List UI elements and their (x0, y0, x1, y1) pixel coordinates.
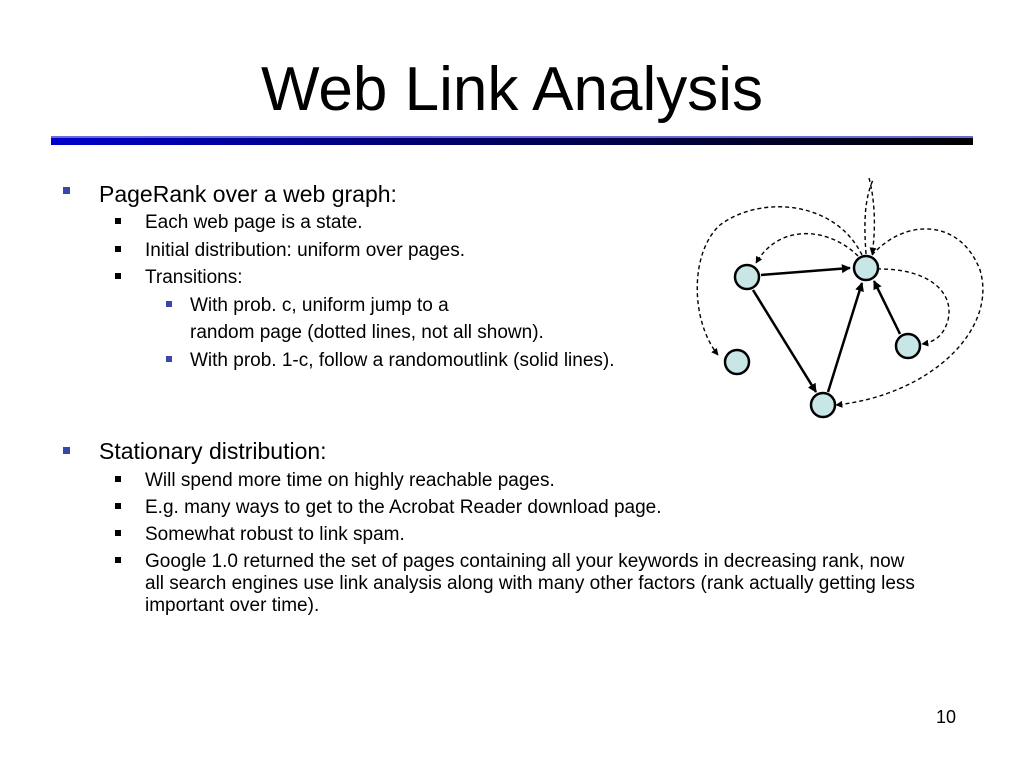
item-2-2: E.g. many ways to get to the Acrobat Rea… (145, 497, 662, 518)
page-number: 10 (936, 707, 957, 727)
item-2-4: Google 1.0 returned the set of pages con… (145, 551, 915, 616)
section-1-heading: PageRank over a web graph: (99, 181, 397, 207)
section-2-bullet (63, 447, 70, 454)
item-2-1-bullet (115, 476, 121, 482)
item-1-3-bullet (115, 273, 121, 279)
item-2-4-bullet (115, 557, 121, 563)
edge-c-to-b (872, 280, 902, 335)
node-c (894, 332, 922, 360)
slide-title: Web Link Analysis (261, 55, 763, 124)
item-1-2-bullet (115, 246, 121, 252)
jump-b-to-a (755, 232, 859, 264)
subitem-1-3-1-line-2: random page (dotted lines, not all shown… (190, 322, 544, 343)
subitem-1-3-2-line-1: With prob. 1-c, follow a randomoutlink (… (190, 350, 615, 371)
subitem-1-3-1-line-1: With prob. c, uniform jump to a (190, 295, 449, 316)
node-b (852, 254, 880, 282)
node-a (733, 263, 761, 291)
item-2-2-bullet (115, 503, 121, 509)
edge-a-to-d (751, 289, 818, 393)
item-1-2: Initial distribution: uniform over pages… (145, 240, 465, 261)
item-2-1: Will spend more time on highly reachable… (145, 470, 555, 491)
section-2-heading: Stationary distribution: (99, 438, 327, 464)
title-rule (51, 136, 973, 145)
jump-b-to-e (696, 206, 863, 356)
edge-d-to-b (826, 282, 864, 393)
edge-a-to-b (760, 264, 851, 277)
item-1-1: Each web page is a state. (145, 212, 363, 233)
subitem-1-3-2-bullet (166, 356, 172, 362)
jump-b-to-d (835, 228, 984, 408)
node-e (723, 348, 751, 376)
subitem-1-3-1-bullet (166, 301, 172, 307)
section-1-bullet (63, 187, 70, 194)
node-d (809, 391, 837, 419)
item-2-3: Somewhat robust to link spam. (145, 524, 405, 545)
item-1-3: Transitions: (145, 267, 243, 288)
jump-b-to-top (864, 179, 874, 255)
jump-top-to-b (868, 177, 877, 255)
item-1-1-bullet (115, 218, 121, 224)
title-rule-highlight (51, 136, 973, 138)
item-2-3-bullet (115, 530, 121, 536)
